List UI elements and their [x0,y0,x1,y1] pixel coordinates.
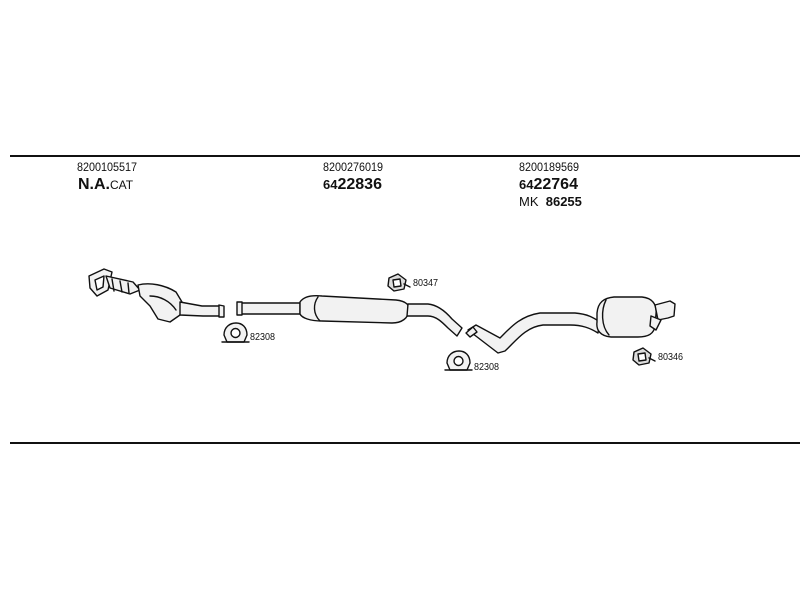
hanger-2-icon [632,347,656,366]
clamp-1-label: 82308 [250,332,276,343]
front-code-prefix: N.A. [78,176,110,193]
top-divider [10,155,800,157]
middle-code-prefix: 64 [323,177,338,192]
front-oe-number: 8200105517 [77,160,138,174]
rear-pipe-silencer [465,296,676,354]
rear-oe-number: 8200189569 [519,160,580,174]
hanger-1-icon [387,273,411,292]
middle-part-code: 6422836 [323,177,382,193]
rear-code-prefix: 64 [519,177,534,192]
clamp-2-label: 82308 [474,362,500,373]
front-part-code: N.A.CAT [78,177,133,193]
clamp-1-icon [221,322,250,343]
hanger-2-label: 80346 [658,352,684,363]
rear-code-main: 22764 [533,176,578,193]
hanger-1-label: 80347 [413,278,439,289]
rear-kit-label-group: MK 86255 [519,195,582,208]
middle-code-main: 22836 [337,176,382,193]
middle-oe-number: 8200276019 [323,160,384,174]
front-code-suffix: CAT [110,178,134,192]
rear-kit-number: 86255 [545,194,582,209]
middle-pipe-silencer [236,294,463,337]
front-pipe-catalytic-converter [88,268,225,323]
clamp-2-icon [444,350,473,371]
rear-part-code: 6422764 [519,177,578,193]
rear-kit-label: MK [519,194,539,209]
bottom-divider [10,442,800,444]
